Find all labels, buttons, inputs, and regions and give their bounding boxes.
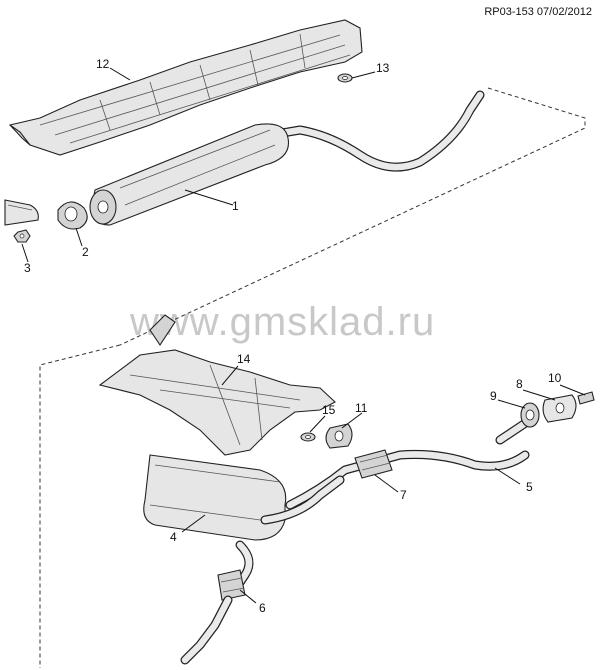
outlet-pipe bbox=[180, 595, 233, 665]
upper-assembly-boundary bbox=[119, 87, 586, 346]
washer-13 bbox=[337, 73, 353, 83]
callout-12: 12 bbox=[96, 57, 110, 71]
callout-2: 2 bbox=[82, 245, 89, 259]
callout-6: 6 bbox=[259, 601, 266, 615]
hanger-bracket-8 bbox=[542, 394, 577, 423]
callout-7: 7 bbox=[400, 488, 407, 502]
callout-3: 3 bbox=[24, 261, 31, 275]
callout-9: 9 bbox=[490, 389, 497, 403]
callout-1: 1 bbox=[232, 199, 239, 213]
heat-shield-lower bbox=[98, 314, 336, 456]
watermark: www.gmsklad.ru bbox=[130, 300, 436, 344]
callout-5: 5 bbox=[526, 480, 533, 494]
callout-4: 4 bbox=[170, 530, 177, 544]
clamp-7 bbox=[354, 449, 393, 479]
front-pipe-stub bbox=[4, 199, 39, 226]
washer-15 bbox=[300, 432, 316, 442]
nut-3 bbox=[13, 229, 31, 243]
leader-lines bbox=[21, 67, 586, 604]
gasket-2 bbox=[57, 201, 88, 230]
callout-11: 11 bbox=[355, 401, 368, 415]
heat-shield-upper bbox=[8, 19, 363, 156]
callout-15: 15 bbox=[322, 403, 336, 417]
callout-10: 10 bbox=[548, 371, 562, 385]
reference-code: RP03-153 07/02/2012 bbox=[484, 6, 592, 18]
bolt-10 bbox=[577, 391, 595, 405]
callout-8: 8 bbox=[516, 377, 523, 391]
lower-assembly-boundary bbox=[39, 344, 121, 668]
rear-muffler bbox=[143, 454, 345, 595]
callout-13: 13 bbox=[376, 61, 390, 75]
callout-14: 14 bbox=[237, 352, 251, 366]
clamp-6 bbox=[217, 569, 246, 601]
rubber-mount-11 bbox=[325, 423, 353, 449]
front-muffler bbox=[89, 90, 485, 226]
hanger-insulator-9 bbox=[520, 402, 540, 428]
